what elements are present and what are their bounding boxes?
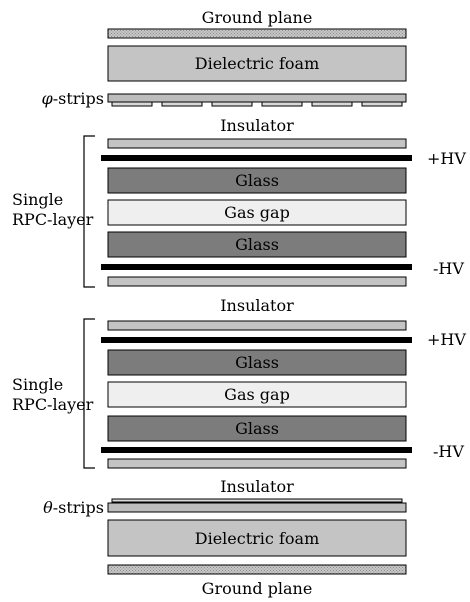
insulator-1-bottom-sheet [107, 276, 407, 287]
phi-strip [261, 101, 303, 107]
phi-strips-label: φ-strips [42, 89, 104, 108]
phi-strip [211, 101, 253, 107]
single-rpc-layer-2-label-line1: Single [12, 375, 63, 394]
ground-plane-top [107, 28, 407, 39]
gas-gap-1 [107, 199, 407, 226]
electrode-minus-hv-2 [101, 447, 412, 453]
hv-minus-1-label: -HV [433, 259, 464, 278]
insulator-1-label: Insulator [220, 116, 294, 135]
glass-4 [107, 415, 407, 442]
phi-strip [311, 101, 353, 107]
single-rpc-layer-1-bracket [83, 135, 95, 288]
hv-plus-1-label: +HV [427, 149, 466, 168]
theta-strips-label: θ-strips [43, 498, 104, 517]
gas-gap-2-label: Gas gap [224, 385, 290, 404]
ground-plane-bottom-label: Ground plane [202, 579, 313, 598]
ground-plane-bottom [107, 564, 407, 575]
phi-strip [161, 101, 203, 107]
glass-1-label: Glass [235, 171, 279, 190]
dielectric-foam-bottom [107, 519, 407, 557]
theta-symbol: θ [43, 498, 53, 517]
gas-gap-2 [107, 381, 407, 408]
single-rpc-layer-1-label-line1: Single [12, 190, 63, 209]
phi-strips-segments [111, 101, 403, 107]
insulator-1-top-sheet [107, 138, 407, 149]
single-rpc-layer-1-label-line2: RPC-layer [12, 210, 94, 229]
electrode-plus-hv-2 [101, 337, 412, 343]
glass-2 [107, 231, 407, 258]
glass-4-label: Glass [235, 419, 279, 438]
theta-strips-board [107, 502, 407, 513]
insulator-2-bottom-sheet [107, 458, 407, 469]
glass-3 [107, 349, 407, 376]
phi-strips-board [107, 93, 407, 103]
hv-minus-2-label: -HV [433, 442, 464, 461]
insulator-2-label: Insulator [220, 296, 294, 315]
glass-3-label: Glass [235, 353, 279, 372]
phi-strip [361, 101, 403, 107]
phi-strip [111, 101, 153, 107]
insulator-3-label: Insulator [220, 477, 294, 496]
single-rpc-layer-2-label-line2: RPC-layer [12, 395, 94, 414]
electrode-minus-hv-1 [101, 264, 412, 270]
theta-strips-suffix: -strips [53, 498, 104, 517]
glass-1 [107, 167, 407, 194]
insulator-2-top-sheet [107, 320, 407, 331]
hv-plus-2-label: +HV [427, 330, 466, 349]
single-rpc-layer-2-bracket [83, 318, 95, 469]
gas-gap-1-label: Gas gap [224, 203, 290, 222]
dielectric-foam-top-label: Dielectric foam [195, 54, 319, 73]
phi-symbol: φ [42, 89, 54, 108]
phi-strips-suffix: -strips [53, 89, 104, 108]
theta-strip-layer [111, 498, 403, 503]
electrode-plus-hv-1 [101, 155, 412, 161]
dielectric-foam-top [107, 45, 407, 82]
dielectric-foam-bottom-label: Dielectric foam [195, 529, 319, 548]
ground-plane-top-label: Ground plane [202, 8, 313, 27]
glass-2-label: Glass [235, 235, 279, 254]
